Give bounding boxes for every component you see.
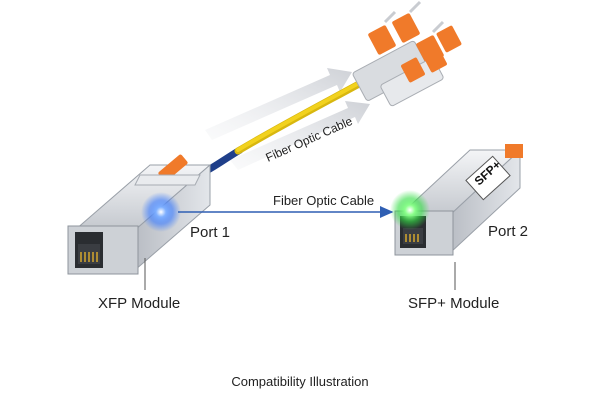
- port2-label: Port 2: [488, 223, 528, 240]
- cable-label-link: Fiber Optic Cable: [273, 193, 374, 208]
- port2-glow: [390, 190, 430, 230]
- motion-arrows: [205, 68, 370, 170]
- xfp-module-label: XFP Module: [98, 295, 180, 312]
- xfp-module-icon: [67, 154, 212, 275]
- port1-glow: [141, 192, 181, 232]
- port1-label: Port 1: [190, 224, 230, 241]
- sfp-plus-module-label: SFP+ Module: [408, 295, 499, 312]
- caption: Compatibility Illustration: [231, 374, 368, 389]
- lc-duplex-connector-icon: [352, 0, 462, 107]
